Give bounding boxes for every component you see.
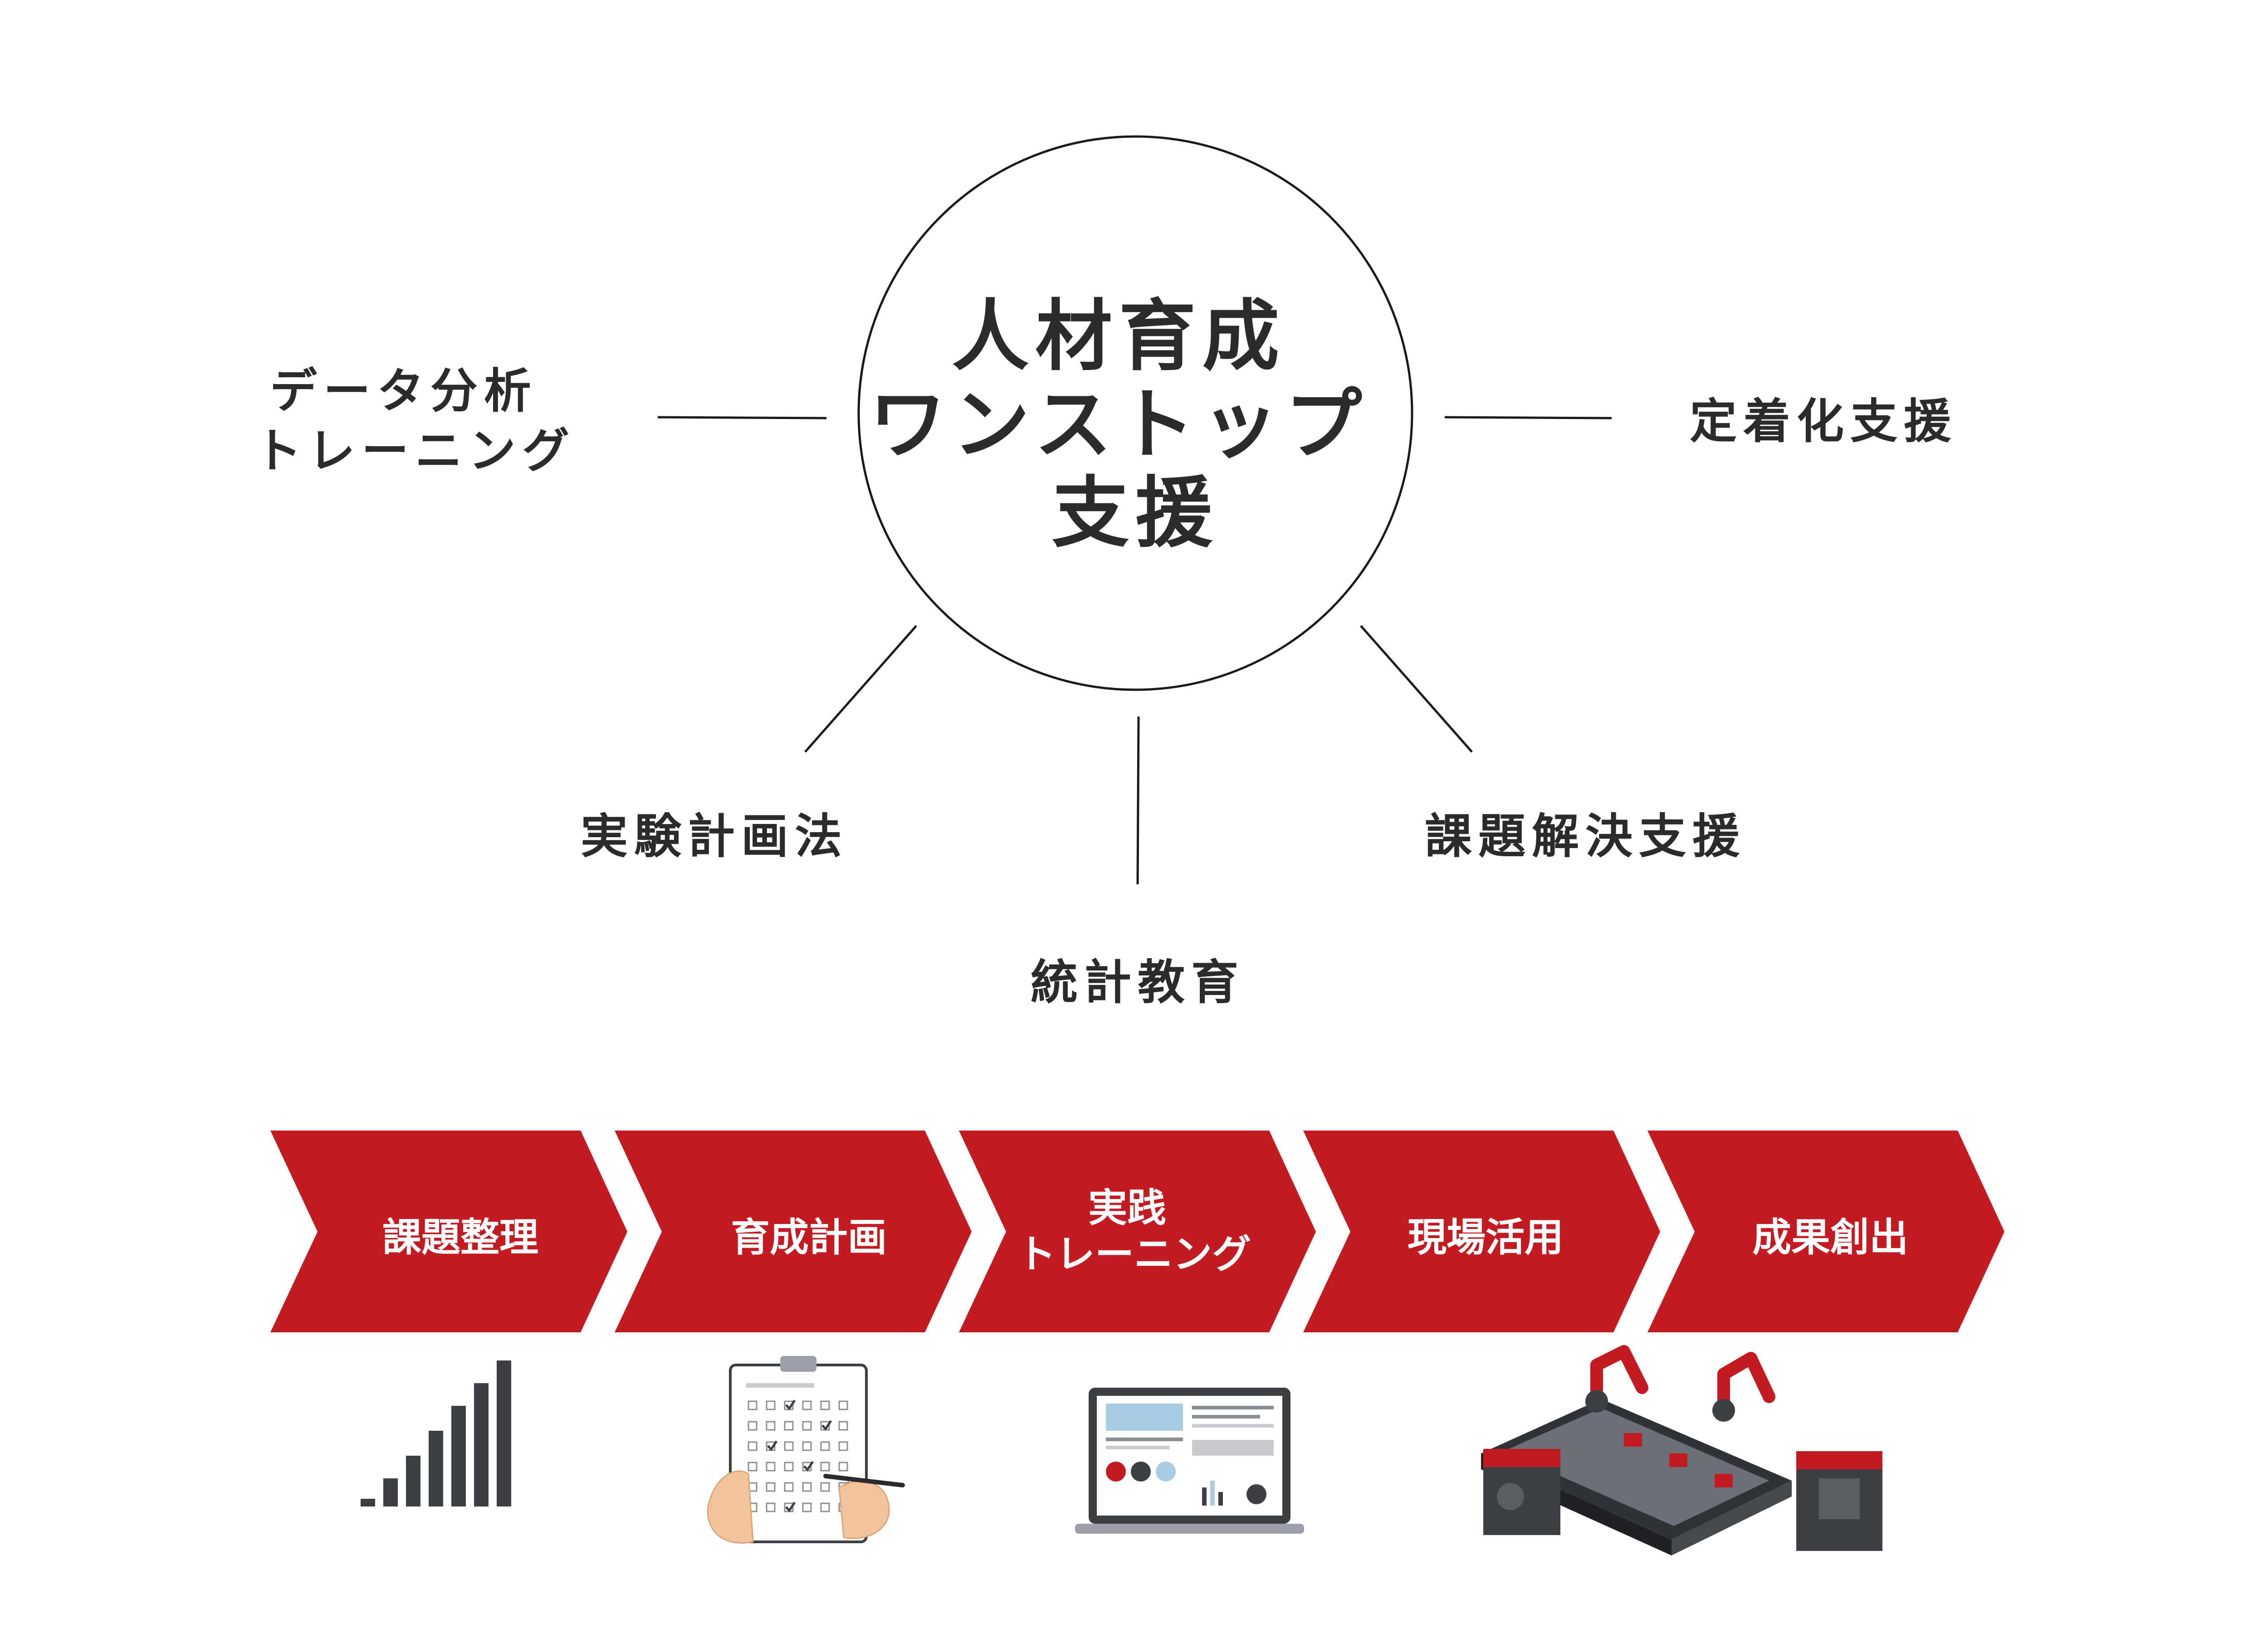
step-chevron — [1647, 1131, 2004, 1332]
step-label: 実践 トレーニング — [1017, 1185, 1251, 1277]
step-label: 現場活用 — [1408, 1215, 1564, 1260]
hub-circle — [857, 135, 1413, 691]
bar-chart-icon — [361, 1360, 511, 1506]
connector-line-data-analysis — [657, 416, 827, 419]
laptop-dashboard-icon — [1075, 1388, 1304, 1534]
hub-title-line: 人材育成 — [952, 292, 1286, 381]
process-step-5: 成果創出 — [1647, 1131, 2004, 1332]
process-step-2: 育成計画 — [615, 1131, 972, 1332]
step-label-line: 成果創出 — [1752, 1215, 1908, 1260]
satellite-label-line: 実験計画法 — [581, 809, 848, 864]
connector-line-retention — [1444, 416, 1612, 419]
step-label-line: 課題整理 — [382, 1215, 538, 1260]
process-step-1: 課題整理 — [270, 1131, 627, 1332]
connector-line-problem-solving — [1360, 625, 1473, 753]
process-step-3: 実践 トレーニング — [959, 1131, 1316, 1332]
step-label: 成果創出 — [1752, 1215, 1908, 1260]
step-label: 課題整理 — [382, 1215, 538, 1260]
step-chevron — [270, 1131, 627, 1332]
connector-line-doe — [804, 625, 917, 753]
step-label-line: トレーニング — [1017, 1232, 1251, 1277]
satellite-label-line: 統計教育 — [1031, 955, 1245, 1010]
step-chevron — [615, 1131, 972, 1332]
process-step-4: 現場活用 — [1303, 1131, 1660, 1332]
step-chevron — [959, 1131, 1316, 1332]
satellite-retention-support: 定着化支援 — [1690, 394, 1957, 449]
hub-title-line: ワンストップ — [869, 380, 1369, 470]
satellite-label-line: データ分析 — [270, 363, 538, 419]
satellite-stat-education: 統計教育 — [1031, 955, 1245, 1010]
step-label: 育成計画 — [731, 1215, 887, 1260]
satellite-label-line: 定着化支援 — [1690, 394, 1957, 449]
step-label-line: 実践 — [1088, 1185, 1166, 1231]
step-chevron — [1303, 1131, 1660, 1332]
clipboard-checklist-icon — [707, 1356, 905, 1544]
hub-title-line: 支援 — [1052, 468, 1219, 558]
satellite-problem-solving: 課題解決支援 — [1425, 809, 1746, 864]
satellite-data-analysis: データ分析 トレーニング — [254, 363, 576, 478]
factory-robot-line-icon — [1481, 1345, 1882, 1555]
step-label-line: 育成計画 — [731, 1215, 887, 1260]
satellite-doe: 実験計画法 — [581, 809, 848, 864]
connector-line-stat-education — [1136, 716, 1140, 885]
process-steps: 課題整理 育成計画 実践 トレーニング 現場活用 成果創出 — [270, 1131, 2004, 1332]
satellite-label-line: トレーニング — [254, 423, 576, 478]
satellite-label-line: 課題解決支援 — [1425, 809, 1746, 864]
step-label-line: 現場活用 — [1408, 1215, 1564, 1260]
hub-title: 人材育成 ワンストップ 支援 — [869, 292, 1402, 558]
